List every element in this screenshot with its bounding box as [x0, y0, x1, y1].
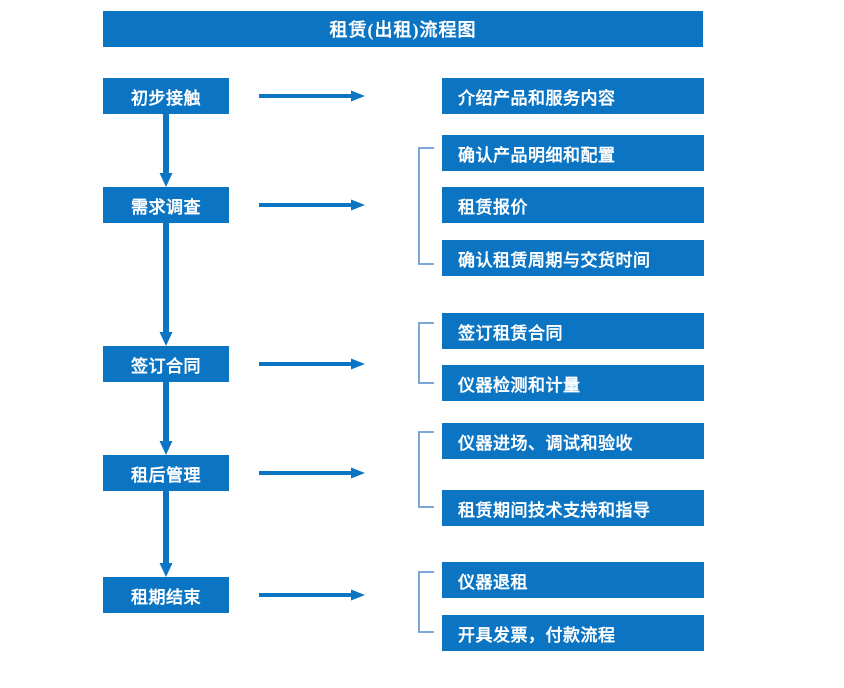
- arrow-down-icon-2: [159, 222, 173, 346]
- stage-box-4[interactable]: 租后管理: [103, 455, 229, 491]
- detail-box-g2-2[interactable]: 租赁报价: [442, 187, 704, 223]
- group-bracket-3: [418, 322, 434, 384]
- arrow-right-icon-2: [259, 199, 365, 211]
- stage-box-1[interactable]: 初步接触: [103, 78, 229, 114]
- stage-box-2[interactable]: 需求调查: [103, 187, 229, 223]
- arrow-right-icon-5: [259, 589, 365, 601]
- arrow-right-icon-4: [259, 467, 365, 479]
- detail-box-g2-3[interactable]: 确认租赁周期与交货时间: [442, 240, 704, 276]
- stage-box-5[interactable]: 租期结束: [103, 577, 229, 613]
- detail-box-g2-1[interactable]: 确认产品明细和配置: [442, 135, 704, 171]
- detail-box-g3-2[interactable]: 仪器检测和计量: [442, 365, 704, 401]
- arrow-right-icon-1: [259, 90, 365, 102]
- detail-box-g1-1[interactable]: 介绍产品和服务内容: [442, 78, 704, 114]
- group-bracket-5: [418, 571, 434, 633]
- detail-box-g3-1[interactable]: 签订租赁合同: [442, 313, 704, 349]
- detail-box-g5-1[interactable]: 仪器退租: [442, 562, 704, 598]
- stage-box-3[interactable]: 签订合同: [103, 346, 229, 382]
- arrow-down-icon-3: [159, 382, 173, 455]
- page-title: 租赁(出租)流程图: [103, 11, 703, 47]
- group-bracket-2: [418, 147, 434, 265]
- detail-box-g5-2[interactable]: 开具发票，付款流程: [442, 615, 704, 651]
- arrow-down-icon-4: [159, 491, 173, 577]
- detail-box-g4-2[interactable]: 租赁期间技术支持和指导: [442, 490, 704, 526]
- arrow-down-icon-1: [159, 113, 173, 187]
- arrow-right-icon-3: [259, 358, 365, 370]
- detail-box-g4-1[interactable]: 仪器进场、调试和验收: [442, 423, 704, 459]
- group-bracket-4: [418, 431, 434, 508]
